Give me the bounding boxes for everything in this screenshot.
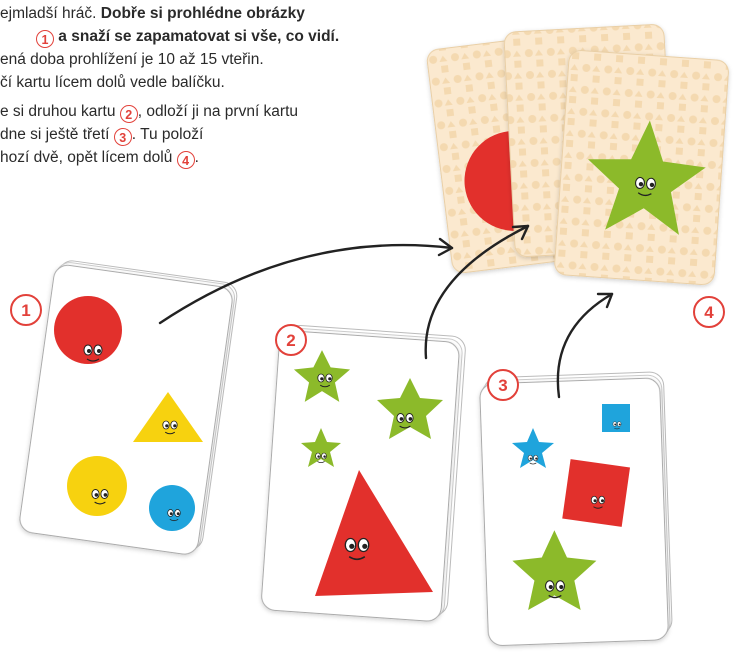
- card-pile-2: [261, 324, 466, 622]
- card-pile-3: [479, 372, 672, 646]
- step-label-1: 1: [21, 301, 30, 320]
- step-label-4: 4: [704, 303, 714, 322]
- yellow-circle-shape: [67, 456, 127, 516]
- blue-circle-shape: [149, 485, 195, 531]
- card-pile-1: [18, 259, 238, 557]
- card-back-3: [554, 50, 729, 286]
- face-down-pile: [426, 24, 729, 285]
- step-label-2: 2: [286, 331, 295, 350]
- step-label-3: 3: [498, 376, 507, 395]
